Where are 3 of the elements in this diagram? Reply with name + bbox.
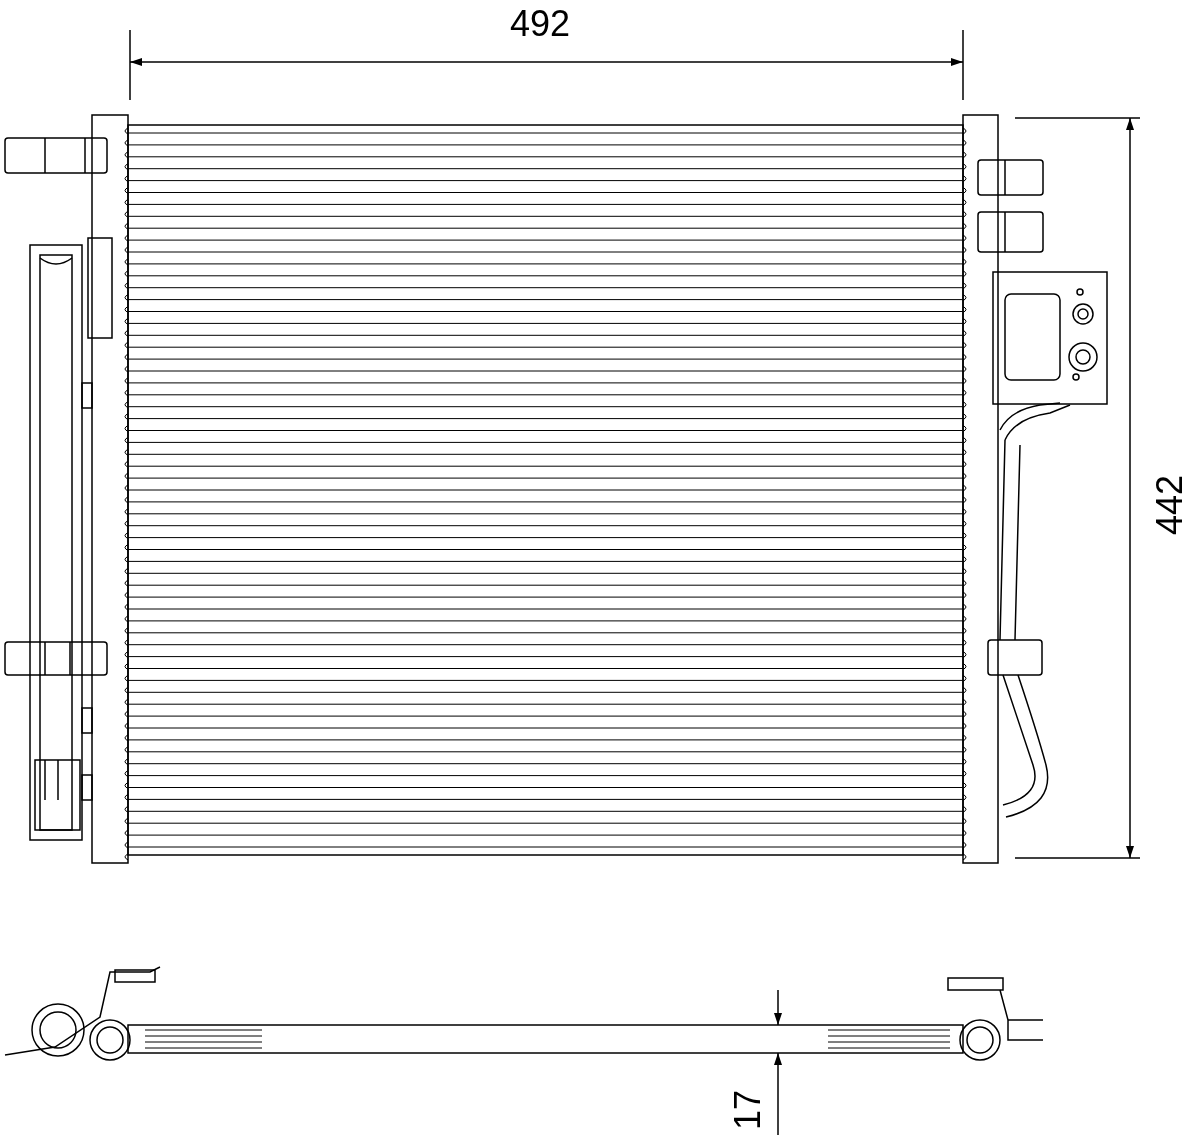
dimension-label: 17 (730, 1090, 766, 1130)
dimension-label: 492 (510, 6, 571, 42)
dimension-label: 442 (1152, 474, 1189, 536)
